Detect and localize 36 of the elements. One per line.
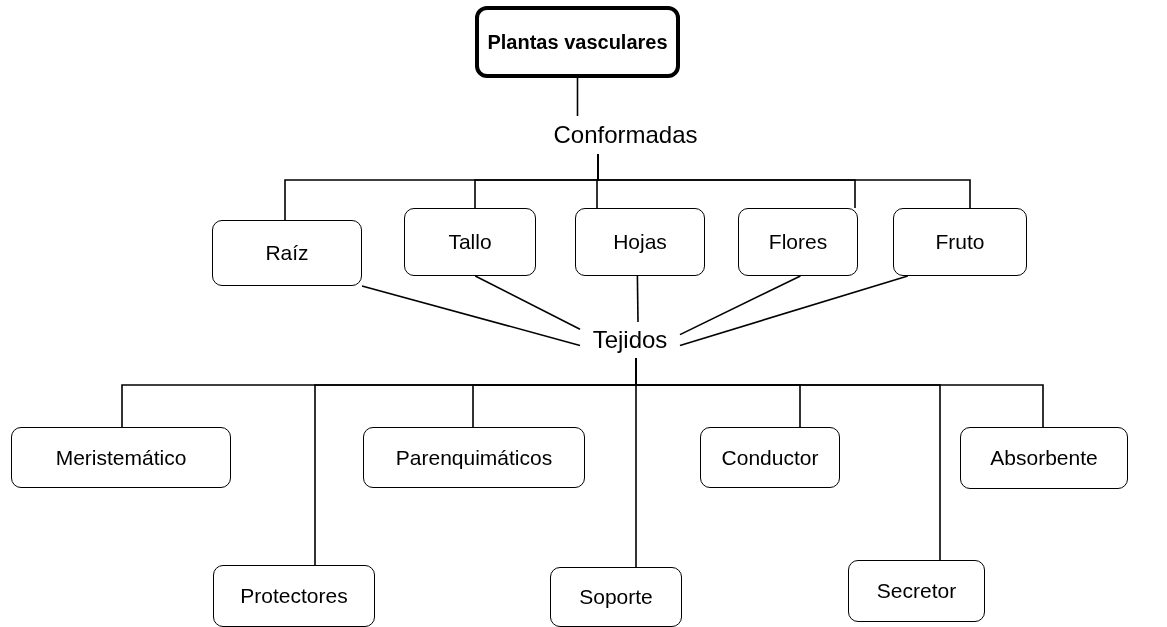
- concept-label: Absorbente: [990, 446, 1098, 470]
- concept-label: Fruto: [935, 230, 985, 254]
- connector-line: [474, 275, 581, 330]
- concept-label: Soporte: [579, 585, 653, 609]
- concept-box: [700, 427, 840, 488]
- concept-box: [960, 427, 1128, 489]
- concept-box: [363, 427, 585, 488]
- concept-box: [848, 560, 985, 622]
- concept-label: Raíz: [265, 241, 309, 265]
- connector-line: [636, 275, 639, 323]
- concept-label: Hojas: [613, 230, 667, 254]
- concept-label: Secretor: [876, 579, 957, 603]
- linking-word: Conformadas: [528, 116, 723, 154]
- connector-line: [576, 77, 579, 117]
- concept-label: Protectores: [240, 584, 348, 608]
- concept-label: Flores: [768, 230, 828, 254]
- concept-label: Parenquimáticos: [395, 445, 553, 470]
- concept-box: [11, 427, 231, 488]
- concept-label: Conductor: [721, 445, 819, 470]
- concept-box: [893, 208, 1027, 276]
- concept-box: [212, 220, 362, 286]
- concept-box: [213, 565, 375, 627]
- connector-line: [361, 285, 581, 347]
- concept-label: Plantas vasculares: [487, 30, 668, 54]
- connector-line: [679, 275, 909, 347]
- concept-box: [738, 208, 858, 276]
- linking-word: Tejidos: [580, 322, 680, 358]
- concept-label: Meristemático: [55, 445, 187, 470]
- connector-line: [597, 153, 971, 209]
- root-concept-box: [475, 6, 680, 78]
- concept-box: [550, 567, 682, 627]
- connector-line: [635, 357, 1044, 428]
- concept-label: Tallo: [448, 230, 492, 254]
- concept-box: [404, 208, 536, 276]
- concept-box: [575, 208, 705, 276]
- connector-line: [679, 275, 802, 336]
